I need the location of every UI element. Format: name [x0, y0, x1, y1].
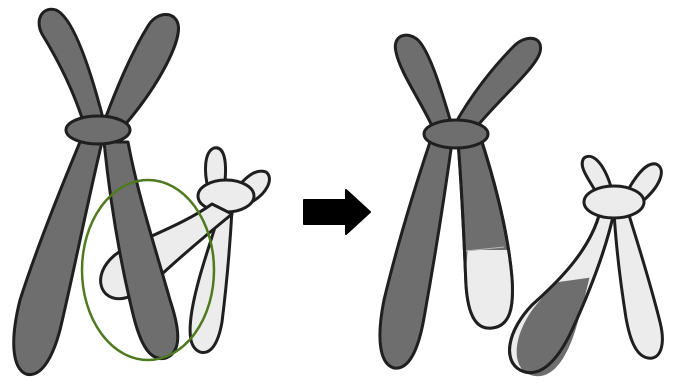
dark-centromere-right [424, 120, 488, 148]
right-panel-after-crossover [380, 35, 662, 383]
dark-chromosome-left [14, 9, 179, 374]
dark-chromatid-upper-right-arm-after [454, 38, 541, 130]
light-chromatid-right-arm-after [614, 212, 662, 358]
dark-chromatid-upper-left-arm-after [395, 35, 452, 126]
light-chromosome-right [488, 156, 662, 383]
light-centromere-right [584, 186, 644, 218]
dark-chromatid-lower-left-arm [14, 142, 102, 375]
dark-chromatid-lower-left-arm-after [380, 142, 452, 368]
right-arrow-icon [304, 190, 370, 234]
dark-chromatid-upper-left-arm [39, 9, 104, 124]
dark-chromatid-upper-right-arm [104, 14, 178, 126]
dark-chromosome-right [380, 35, 541, 368]
left-panel-before-crossover [14, 9, 270, 374]
dark-centromere-left [66, 116, 130, 144]
